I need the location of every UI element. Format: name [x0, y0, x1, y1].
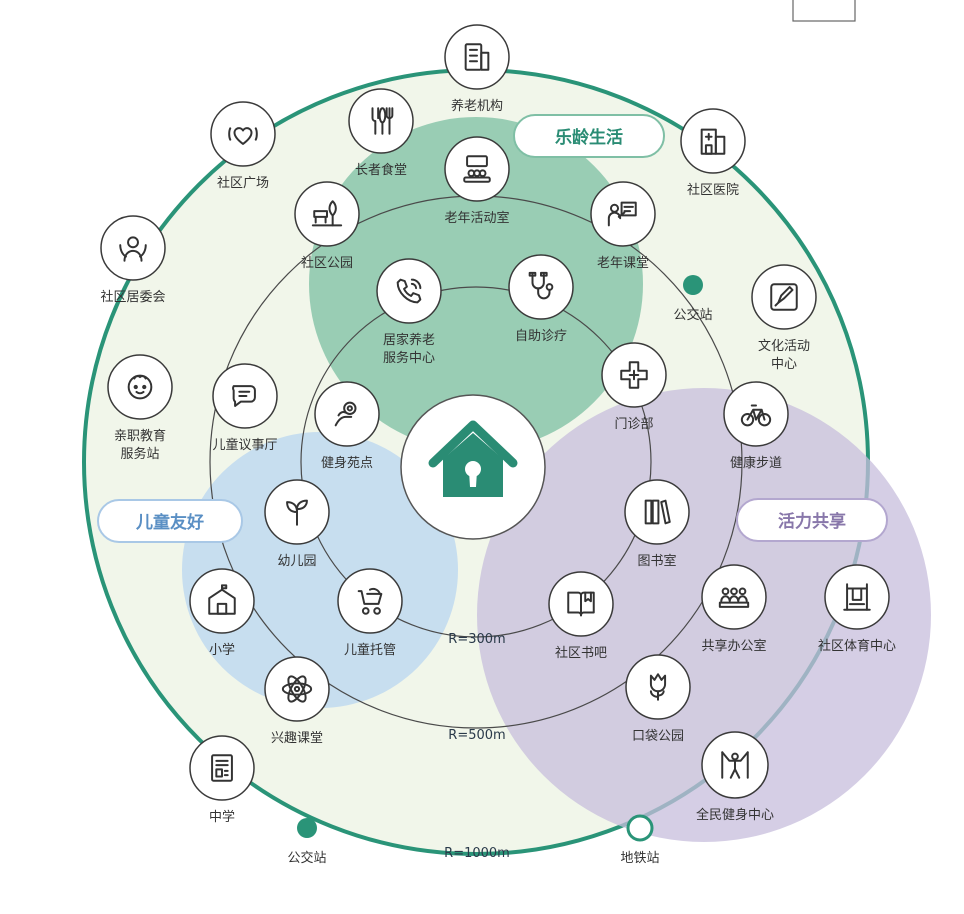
- facility-label: 社区公园: [301, 255, 353, 271]
- facility-label: 图书室: [637, 553, 676, 569]
- facility-label: 中学: [209, 809, 235, 825]
- facility-node-circle: [723, 381, 789, 447]
- facility-label-line2: 中心: [771, 357, 797, 372]
- facility-label: 儿童议事厅: [212, 437, 277, 453]
- facility-node-circle: [189, 735, 255, 801]
- ring-300m: [300, 286, 652, 638]
- facility-label: 健身苑点: [321, 455, 373, 471]
- facility-node[interactable]: 老年活动室: [444, 136, 510, 226]
- bus-station-upper[interactable]: 公交站: [673, 275, 713, 323]
- facility-node[interactable]: 社区公园: [294, 181, 360, 271]
- facility-node-circle: [624, 479, 690, 545]
- facility-node-circle: [751, 264, 817, 330]
- facility-node[interactable]: 社区医院: [680, 108, 746, 198]
- metro-station[interactable]: 地铁站: [620, 814, 660, 866]
- facility-node[interactable]: 健身苑点: [314, 381, 380, 471]
- metro-station-label: 地铁站: [620, 851, 659, 866]
- facility-label: 社区广场: [217, 175, 269, 191]
- facility-node[interactable]: 社区居委会: [100, 215, 166, 305]
- facility-label: 亲职教育: [114, 428, 166, 444]
- facility-label: 门诊部: [614, 417, 653, 432]
- elder-zone-title: 乐龄生活: [555, 127, 623, 148]
- facility-label: 社区书吧: [555, 645, 607, 661]
- facility-node[interactable]: 中学: [189, 735, 255, 825]
- facility-node[interactable]: 幼儿园: [264, 479, 330, 569]
- facility-label: 社区居委会: [100, 289, 165, 305]
- facility-node[interactable]: 小学: [189, 568, 255, 658]
- facility-label: 儿童托管: [344, 642, 396, 658]
- facility-label: 养老机构: [451, 98, 503, 114]
- facility-node[interactable]: 儿童托管: [337, 568, 403, 658]
- facility-label: 社区医院: [687, 182, 739, 198]
- facility-node[interactable]: 老年课堂: [590, 181, 656, 271]
- facility-node[interactable]: 图书室: [624, 479, 690, 569]
- facility-node-circle: [264, 656, 330, 722]
- radius-1000-label: R=1000m: [444, 846, 510, 861]
- facility-label: 全民健身中心: [696, 807, 774, 823]
- facility-node[interactable]: 社区体育中心: [818, 564, 896, 654]
- facility-label-line2: 服务中心: [383, 350, 435, 366]
- facility-node-circle: [189, 568, 255, 634]
- facility-node[interactable]: 健康步道: [723, 381, 789, 471]
- vital-zone-title: 活力共享: [778, 511, 846, 532]
- child-zone-title-badge: 儿童友好: [97, 499, 243, 543]
- facility-label: 社区体育中心: [818, 638, 896, 654]
- bus-station-label: 公交站: [287, 850, 326, 866]
- facility-node-circle: [376, 258, 442, 324]
- facility-node-circle: [625, 654, 691, 720]
- facility-label: 口袋公园: [632, 729, 684, 744]
- facility-node-circle: [337, 568, 403, 634]
- facility-label: 长者食堂: [355, 162, 407, 178]
- zone-child-circle: [182, 432, 458, 708]
- facility-node[interactable]: 共享办公室: [701, 564, 767, 654]
- facility-label: 健康步道: [730, 455, 782, 471]
- facility-label: 居家养老: [383, 332, 435, 348]
- facility-node-circle: [444, 136, 510, 202]
- facility-node[interactable]: 兴趣课堂: [264, 656, 330, 746]
- elder-zone-title-badge: 乐龄生活: [513, 114, 665, 158]
- zone-elder-circle: [309, 117, 643, 451]
- facility-node[interactable]: 长者食堂: [348, 88, 414, 178]
- facility-label: 文化活动: [758, 339, 810, 354]
- facility-node[interactable]: 自助诊疗: [508, 254, 574, 344]
- facility-node[interactable]: 社区广场: [210, 101, 276, 191]
- facility-node[interactable]: 全民健身中心: [696, 731, 774, 823]
- radius-300-label: R=300m: [448, 632, 505, 647]
- facility-node-circle: [210, 101, 276, 167]
- corner-frame: [792, 0, 856, 22]
- facility-label: 兴趣课堂: [271, 731, 323, 746]
- bus-station-label: 公交站: [673, 307, 712, 323]
- facility-node-circle: [824, 564, 890, 630]
- facility-node-circle: [444, 24, 510, 90]
- radius-500-label: R=500m: [448, 728, 505, 743]
- facility-node-circle: [107, 354, 173, 420]
- facility-label: 自助诊疗: [515, 329, 567, 344]
- facility-node[interactable]: 社区书吧: [548, 571, 614, 661]
- facility-label: 小学: [209, 642, 235, 658]
- facility-node[interactable]: 儿童议事厅: [212, 363, 278, 453]
- facility-label: 共享办公室: [701, 638, 766, 654]
- facility-node[interactable]: 养老机构: [444, 24, 510, 114]
- facility-node[interactable]: 口袋公园: [625, 654, 691, 744]
- facility-node-circle: [680, 108, 746, 174]
- facility-label: 老年活动室: [444, 210, 509, 226]
- home-icon: [428, 420, 518, 497]
- bus-station-lower[interactable]: 公交站: [287, 818, 327, 866]
- facility-label: 幼儿园: [277, 554, 316, 569]
- facility-label-line2: 服务站: [120, 446, 159, 462]
- facility-label: 老年课堂: [597, 256, 649, 271]
- facility-node[interactable]: 门诊部: [601, 342, 667, 432]
- child-zone-title: 儿童友好: [135, 512, 204, 533]
- vital-zone-title-badge: 活力共享: [736, 498, 888, 542]
